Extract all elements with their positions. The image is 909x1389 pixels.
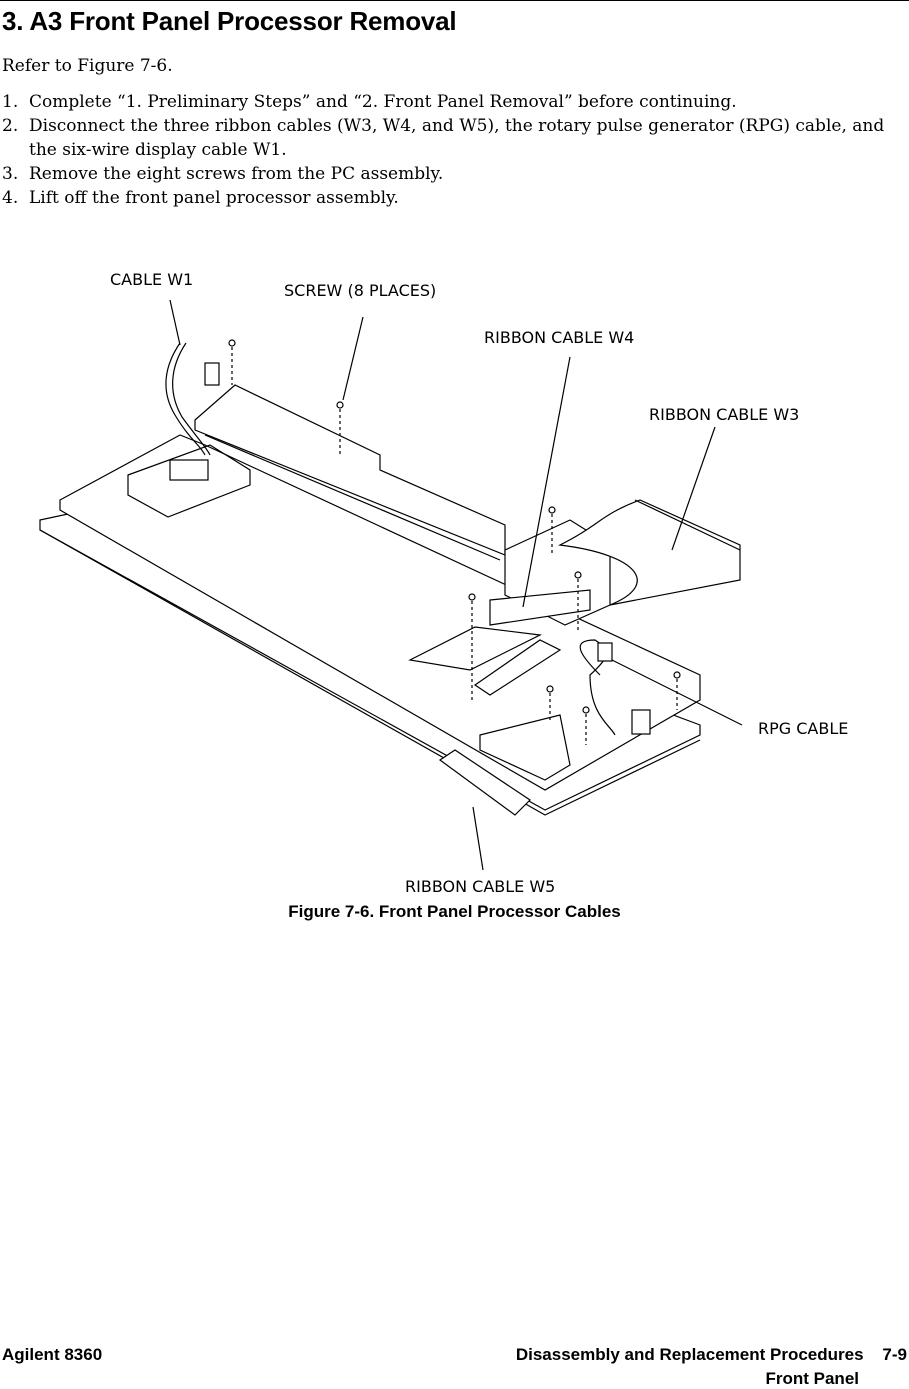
label-rpg-cable: RPG CABLE	[758, 719, 848, 738]
rpg-socket	[631, 709, 651, 735]
lower-connector	[473, 639, 562, 696]
step-text: Lift off the front panel processor assem…	[29, 188, 399, 208]
step-item: 3. Remove the eight screws from the PC a…	[2, 162, 897, 186]
leader-ribbon-w5	[472, 806, 484, 871]
intro-text: Refer to Figure 7-6.	[2, 56, 173, 76]
rpg-connector	[597, 642, 613, 662]
assembly-drawing	[39, 299, 743, 871]
footer-section: Front Panel	[765, 1369, 859, 1388]
step-number: 1.	[2, 92, 19, 112]
label-cable-w1: CABLE W1	[110, 270, 193, 289]
screws	[228, 339, 681, 745]
ribbon-w4-socket	[408, 626, 543, 671]
cable-w1-plug	[204, 362, 220, 386]
leader-ribbon-w3	[671, 426, 716, 551]
screw	[546, 685, 554, 693]
label-ribbon-w3: RIBBON CABLE W3	[649, 405, 799, 424]
screw	[574, 571, 582, 579]
cable-w1	[165, 342, 206, 456]
display-connector	[169, 459, 209, 481]
screw	[228, 339, 236, 347]
ribbon-w4-connector	[489, 589, 591, 626]
step-text: Disconnect the three ribbon cables (W3, …	[29, 116, 885, 160]
screw	[336, 401, 344, 409]
label-ribbon-w5: RIBBON CABLE W5	[405, 877, 555, 895]
section-title: 3. A3 Front Panel Processor Removal	[2, 6, 457, 36]
board-rail	[194, 384, 506, 556]
leader-ribbon-w4	[522, 356, 571, 608]
step-item: 2. Disconnect the three ribbon cables (W…	[2, 114, 897, 162]
rail-line	[204, 434, 501, 561]
step-item: 1. Complete “1. Preliminary Steps” and “…	[2, 90, 897, 114]
step-number: 3.	[2, 164, 19, 184]
step-text: Remove the eight screws from the PC asse…	[29, 164, 444, 184]
ribbon-w5-socket	[479, 714, 571, 781]
processor-board	[59, 434, 701, 791]
assembly-diagram: CABLE W1 SCREW (8 PLACES) RIBBON CABLE W…	[39, 270, 848, 895]
screw	[582, 706, 590, 714]
step-text: Complete “1. Preliminary Steps” and “2. …	[29, 92, 737, 112]
ribbon-cable-w3	[557, 499, 741, 606]
footer-chapter: Disassembly and Replacement Procedures 7…	[515, 1345, 907, 1364]
figure-caption: Figure 7-6. Front Panel Processor Cables	[288, 902, 621, 921]
display-area	[127, 444, 251, 518]
screw	[673, 671, 681, 679]
ribbon-cable-w5	[438, 749, 531, 816]
screw	[468, 593, 476, 601]
footer-product: Agilent 8360	[2, 1345, 103, 1364]
step-number: 2.	[2, 116, 19, 136]
top-rule	[0, 0, 909, 1]
base-edge	[39, 529, 701, 816]
leader-rpg	[611, 659, 743, 726]
cable-w1-strand	[172, 342, 211, 456]
step-number: 4.	[2, 188, 19, 208]
leader-cable-w1	[169, 299, 181, 346]
step-item: 4. Lift off the front panel processor as…	[2, 186, 897, 210]
leader-screw	[342, 316, 364, 401]
label-screw: SCREW (8 PLACES)	[284, 281, 436, 300]
ribbon-w3-edge	[634, 499, 741, 551]
screw	[548, 506, 556, 514]
label-ribbon-w4: RIBBON CABLE W4	[484, 328, 634, 347]
procedure-steps: 1. Complete “1. Preliminary Steps” and “…	[2, 90, 897, 210]
